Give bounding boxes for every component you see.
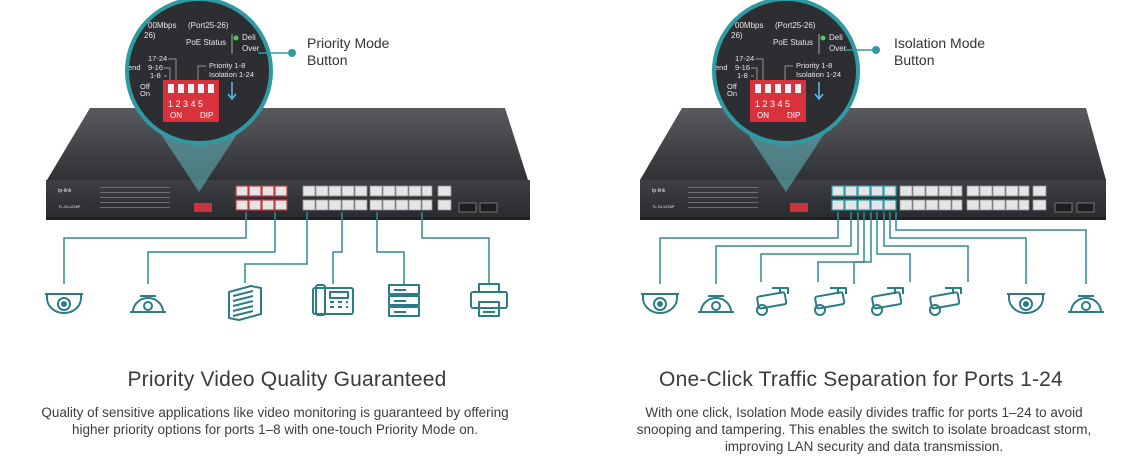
svg-text:1 2 3 4 5: 1 2 3 4 5 <box>755 99 790 109</box>
connection-lines <box>63 212 490 284</box>
svg-text:00Mbps: 00Mbps <box>148 21 176 30</box>
bullet-camera-icon <box>871 287 904 316</box>
callout-dot-icon <box>288 49 296 57</box>
svg-text:9-16: 9-16 <box>735 63 750 72</box>
svg-text:Over: Over <box>829 44 847 53</box>
switch-brand: tp-link <box>58 188 72 194</box>
svg-text:PoE Status: PoE Status <box>773 38 813 47</box>
callout-line-2: Button <box>307 52 348 68</box>
ip-phone-icon <box>312 284 354 316</box>
switch-model: TL-SL1226P <box>652 204 675 209</box>
priority-mode-illustration: tp-link TL-SL1226P <box>45 0 530 321</box>
dome-camera-icon <box>698 295 734 313</box>
bullet-camera-icon <box>814 287 847 316</box>
zoom-circle: 00Mbps (Port25-26) 26) PoE Status Deli O… <box>712 0 860 145</box>
panel-description: Quality of sensitive applications like v… <box>41 405 509 437</box>
zoom-circle: 00Mbps (Port25-26) 26) PoE Status Deli O… <box>125 0 273 145</box>
ethernet-ports <box>235 185 498 213</box>
arrow-down-icon <box>227 82 237 101</box>
callout-dot-icon <box>872 46 880 54</box>
svg-text:26): 26) <box>731 31 743 40</box>
dome-camera-icon <box>45 293 83 314</box>
svg-text:17-24: 17-24 <box>735 54 754 63</box>
svg-text:Priority 1-8: Priority 1-8 <box>209 61 245 70</box>
svg-text:On: On <box>140 89 150 98</box>
switch-top <box>640 108 1106 180</box>
priority-mode-callout: Priority Mode Button <box>307 35 389 69</box>
svg-text:1 2 3 4 5: 1 2 3 4 5 <box>168 99 203 109</box>
led-grid <box>100 187 170 208</box>
svg-text:Off: Off <box>727 82 738 91</box>
panel-heading: Priority Video Quality Guaranteed <box>127 368 447 391</box>
dome-camera-icon <box>130 295 166 313</box>
svg-text:end: end <box>715 63 728 72</box>
ethernet-ports <box>831 185 1095 213</box>
switch-front-panel <box>46 180 530 218</box>
svg-text:1-8: 1-8 <box>737 71 748 80</box>
isolation-mode-callout: Isolation Mode Button <box>894 35 985 69</box>
svg-text:end: end <box>128 63 141 72</box>
svg-text:DIP: DIP <box>787 111 800 120</box>
svg-text:(Port25-26): (Port25-26) <box>188 21 229 30</box>
devices <box>641 287 1104 316</box>
panel-description: With one click, Isolation Mode easily di… <box>636 405 1092 454</box>
svg-text:1-8: 1-8 <box>150 71 161 80</box>
svg-text:ON: ON <box>757 111 769 120</box>
svg-text:Priority 1-8: Priority 1-8 <box>796 61 832 70</box>
svg-text:Isolation 1-24: Isolation 1-24 <box>796 70 841 79</box>
server-icon <box>228 285 262 321</box>
svg-text:(Port25-26): (Port25-26) <box>775 21 816 30</box>
bullet-camera-icon <box>929 287 962 316</box>
svg-text:17-24: 17-24 <box>148 54 167 63</box>
dip-switch-small <box>790 203 808 212</box>
arrow-down-icon <box>814 82 824 101</box>
bullet-camera-icon <box>756 287 789 316</box>
connection-lines <box>659 212 1087 284</box>
svg-text:Over: Over <box>242 44 260 53</box>
printer-icon <box>470 283 508 317</box>
isolation-mode-panel: tp-link TL-SL1226P <box>574 0 1148 464</box>
callout-line-1: Isolation Mode <box>894 35 986 51</box>
callout-line-2: Button <box>894 52 935 68</box>
switch-model: TL-SL1226P <box>58 204 81 209</box>
svg-text:DIP: DIP <box>200 111 213 120</box>
callout-line-1: Priority Mode <box>307 35 390 51</box>
dip-switch-small <box>194 203 212 212</box>
dome-camera-icon <box>1007 293 1045 314</box>
svg-text:Deli: Deli <box>829 33 843 42</box>
panel-heading: One-Click Traffic Separation for Ports 1… <box>659 368 1063 391</box>
svg-text:00Mbps: 00Mbps <box>735 21 763 30</box>
isolation-mode-illustration: tp-link TL-SL1226P <box>640 0 1106 316</box>
dome-camera-icon <box>1068 295 1104 313</box>
svg-text:9-16: 9-16 <box>148 63 163 72</box>
svg-text:26): 26) <box>144 31 156 40</box>
led-grid <box>688 187 758 208</box>
priority-mode-panel: tp-link TL-SL1226P <box>41 0 530 437</box>
dome-camera-icon <box>641 293 679 314</box>
svg-text:Isolation 1-24: Isolation 1-24 <box>209 70 254 79</box>
svg-text:Off: Off <box>140 82 151 91</box>
svg-text:On: On <box>727 89 737 98</box>
svg-text:ON: ON <box>170 111 182 120</box>
svg-text:PoE Status: PoE Status <box>186 38 226 47</box>
switch-top <box>47 108 528 180</box>
switch-brand: tp-link <box>652 188 666 194</box>
devices <box>45 283 508 321</box>
nas-icon <box>388 284 420 317</box>
svg-text:Deli: Deli <box>242 33 256 42</box>
